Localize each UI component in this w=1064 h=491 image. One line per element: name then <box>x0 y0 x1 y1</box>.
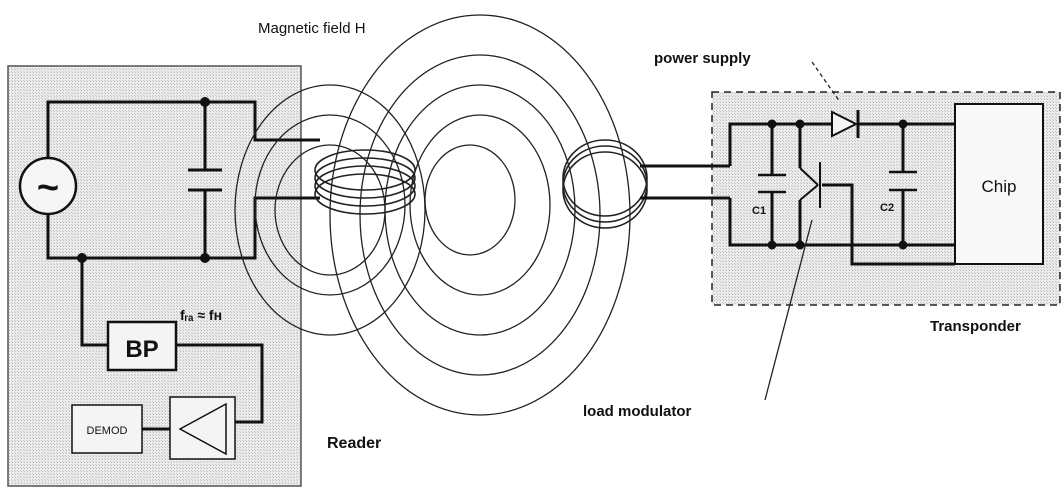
c2-label: C2 <box>880 202 894 214</box>
c1-label: C1 <box>752 205 766 217</box>
demodulator: DEMOD <box>71 404 143 454</box>
transponder-coil <box>562 139 648 229</box>
reader-capacitor <box>188 168 222 192</box>
reader-coil <box>314 149 416 215</box>
ac-source: ~ <box>18 156 78 216</box>
magnetic-field-label: Magnetic field H <box>258 20 366 37</box>
bandpass-filter: BP <box>106 320 178 372</box>
reader-circuit <box>46 100 320 431</box>
bp-label: BP <box>125 336 158 363</box>
demod-label: DEMOD <box>87 425 128 437</box>
capacitor-c1 <box>758 173 786 194</box>
power-supply-pointer <box>811 61 841 103</box>
reader-label: Reader <box>327 435 381 452</box>
capacitor-c2 <box>889 170 917 192</box>
reader-panel <box>7 65 302 487</box>
diode <box>831 110 860 138</box>
transponder-label: Transponder <box>930 318 1021 335</box>
frequency-label: fᵣₐ ≈ fʜ <box>180 307 222 323</box>
power-supply-label: power supply <box>654 50 751 67</box>
load-modulator-pointer <box>764 219 813 401</box>
amplifier <box>169 396 236 460</box>
transponder-junctions <box>767 119 908 250</box>
chip: Chip <box>954 103 1044 265</box>
reader-junctions <box>77 97 210 263</box>
load-modulator-label: load modulator <box>583 403 691 420</box>
load-modulator-switch <box>799 162 821 208</box>
ac-source-symbol: ~ <box>37 167 59 209</box>
chip-label: Chip <box>982 177 1017 196</box>
